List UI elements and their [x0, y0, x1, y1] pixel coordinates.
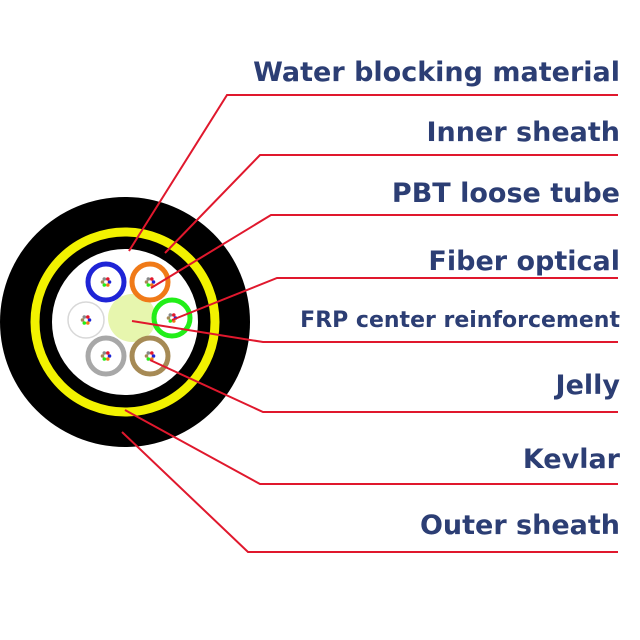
fiber-dot: [80, 318, 85, 322]
label-jelly: Jelly: [555, 370, 620, 401]
loose-tube-gray: [85, 335, 127, 377]
fiber-dot: [144, 354, 149, 358]
loose-tube-white: [67, 301, 105, 339]
loose-tube-blue: [85, 261, 127, 303]
fiber-dot: [100, 280, 105, 284]
fiber-dot: [107, 354, 112, 358]
fiber-dot: [100, 354, 105, 358]
leader-outer-sheath: [121, 431, 618, 553]
fiber-dot: [151, 354, 156, 358]
frp-center: [108, 294, 156, 342]
fiber-dot: [102, 283, 107, 287]
loose-tube-brown: [129, 335, 171, 377]
label-water-blocking: Water blocking material: [253, 57, 620, 88]
fiber-dot: [106, 357, 110, 361]
fiber-dot: [106, 283, 110, 287]
fiber-dot: [102, 277, 107, 281]
fiber-dot: [86, 315, 90, 319]
fiber-dot: [172, 313, 176, 317]
kevlar-ring: [30, 227, 220, 417]
fiber-dot: [86, 321, 90, 325]
fiber-dot: [146, 357, 151, 361]
fiber-dot: [150, 277, 154, 281]
leader-jelly: [149, 359, 618, 413]
fiber-dot: [82, 321, 87, 325]
label-fiber-optical: Fiber optical: [428, 246, 620, 277]
fiber-bundles: [80, 277, 178, 361]
label-pbt-tube: PBT loose tube: [391, 178, 620, 209]
leader-pbt-tube: [150, 214, 618, 289]
leader-lines: [121, 94, 618, 553]
loose-tube-green: [151, 297, 193, 339]
label-kevlar: Kevlar: [522, 444, 620, 475]
loose-tube-orange: [129, 261, 171, 303]
fiber-dot: [87, 318, 92, 322]
fiber-dot: [107, 280, 112, 284]
leader-fiber-optical: [171, 277, 618, 321]
fiber-dot: [150, 351, 154, 355]
fiber-dot: [146, 277, 151, 281]
leader-frp-center: [131, 320, 618, 343]
fiber-dot: [102, 351, 107, 355]
leader-water-blocking: [128, 94, 618, 252]
leader-inner-sheath: [164, 154, 618, 254]
label-frp-center: FRP center reinforcement: [300, 308, 620, 333]
fiber-dot: [168, 313, 173, 317]
fiber-dot: [146, 351, 151, 355]
fiber-dot: [102, 357, 107, 361]
fiber-dot: [168, 319, 173, 323]
label-inner-sheath: Inner sheath: [426, 117, 620, 148]
label-outer-sheath: Outer sheath: [419, 510, 620, 541]
fiber-dot: [144, 280, 149, 284]
fiber-dot: [146, 283, 151, 287]
leader-kevlar: [124, 409, 618, 485]
fiber-dot: [166, 316, 171, 320]
fiber-dot: [151, 280, 156, 284]
fiber-dot: [106, 351, 110, 355]
fiber-dot: [82, 315, 87, 319]
fiber-dot: [106, 277, 110, 281]
